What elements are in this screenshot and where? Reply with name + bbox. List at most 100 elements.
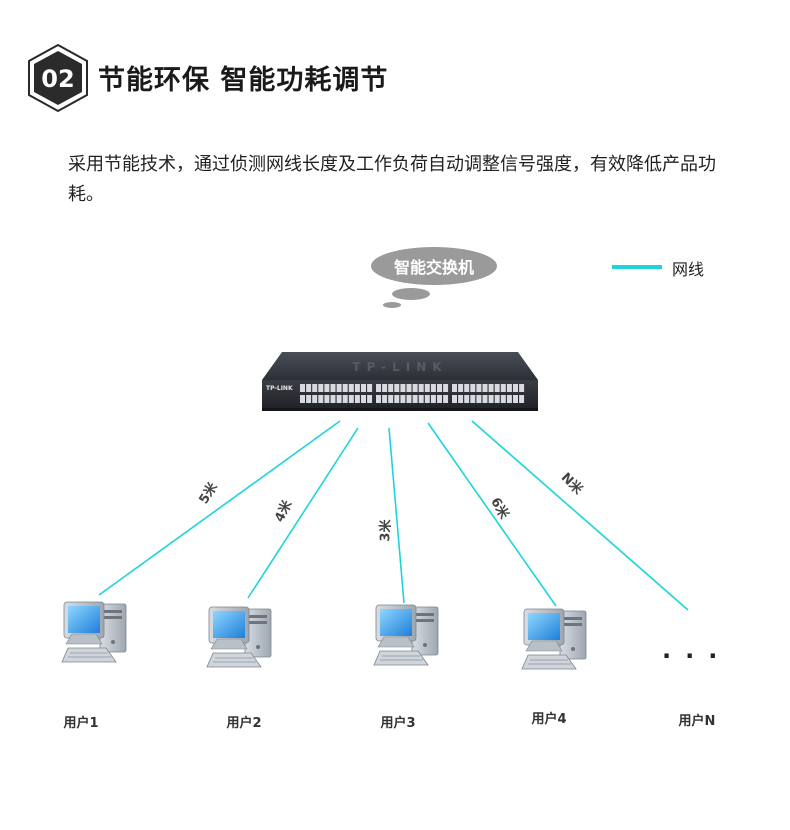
badge-number: 02 — [41, 65, 74, 93]
switch-port — [412, 395, 418, 403]
switch-port — [336, 395, 342, 403]
switch-port — [418, 395, 424, 403]
switch-port — [376, 384, 381, 392]
switch-port — [488, 395, 494, 403]
switch-port — [437, 395, 442, 403]
computer-icon — [521, 608, 587, 670]
switch-port — [312, 395, 318, 403]
switch-port — [476, 384, 482, 392]
switch-port — [394, 384, 400, 392]
computers — [61, 601, 587, 670]
switch-port — [330, 395, 336, 403]
switch-port — [354, 384, 360, 392]
switch-port — [443, 395, 449, 403]
switch-port — [430, 395, 436, 403]
switch-port — [306, 384, 312, 392]
switch-port — [388, 395, 394, 403]
section-title: 节能环保 智能功耗调节 — [98, 65, 389, 96]
switch-port — [300, 384, 305, 392]
switch-port — [406, 395, 412, 403]
cable-length-label: 3米 — [378, 519, 394, 542]
switch-port — [430, 384, 436, 392]
switch-port — [452, 395, 457, 403]
switch-port — [406, 384, 412, 392]
switch-port — [494, 384, 500, 392]
switch-port — [300, 395, 305, 403]
bubble-label: 智能交换机 — [393, 258, 474, 277]
switch-port — [354, 395, 360, 403]
user-label: 用户4 — [531, 712, 567, 727]
switch-port — [506, 384, 512, 392]
user-label: 用户1 — [63, 716, 99, 731]
switch-port — [336, 384, 342, 392]
switch-port — [324, 395, 330, 403]
switch-port — [437, 384, 442, 392]
computer-icon — [373, 604, 439, 666]
switch-port — [418, 384, 424, 392]
bubble-dot-large — [392, 288, 430, 300]
user-label: 用户2 — [226, 716, 262, 731]
switch-port — [361, 384, 366, 392]
switch-port — [482, 384, 488, 392]
switch-ports — [300, 384, 525, 403]
switch-brand-top: TP-LINK — [352, 360, 447, 374]
switch-port — [443, 384, 449, 392]
cables — [98, 420, 689, 611]
switch-port — [312, 384, 318, 392]
switch-port — [342, 384, 348, 392]
network-cable-4 — [427, 422, 557, 607]
switch-brand-front: TP-LINK — [266, 385, 293, 392]
switch-port — [342, 395, 348, 403]
bubble-dot-small — [383, 302, 401, 308]
user-label: 用户N — [678, 714, 716, 729]
switch-port — [367, 395, 373, 403]
switch-port — [348, 395, 354, 403]
network-cable-1 — [98, 420, 341, 596]
switch-thought-bubble: 智能交换机 — [371, 247, 497, 285]
switch-port — [400, 395, 406, 403]
computer-icon — [206, 606, 272, 668]
switch-port — [513, 395, 518, 403]
switch-port — [458, 395, 464, 403]
switch-port — [324, 384, 330, 392]
switch-port — [500, 395, 506, 403]
switch-port — [464, 384, 470, 392]
switch-port — [519, 384, 525, 392]
switch-port — [452, 384, 457, 392]
switch-port — [488, 384, 494, 392]
switch-port — [500, 384, 506, 392]
switch-port — [367, 384, 373, 392]
user-label: 用户3 — [380, 716, 416, 731]
switch-port — [361, 395, 366, 403]
legend-cable-swatch — [612, 265, 662, 269]
legend-label: 网线 — [672, 260, 705, 279]
switch-port — [376, 395, 381, 403]
switch-port — [330, 384, 336, 392]
network-switch-icon: TP-LINK TP-LINK — [262, 352, 538, 411]
network-cable-2 — [247, 427, 359, 599]
switch-port — [482, 395, 488, 403]
switch-port — [464, 395, 470, 403]
more-users-ellipsis: ··· — [662, 642, 732, 670]
switch-port — [458, 384, 464, 392]
network-cable-5 — [471, 420, 689, 611]
computer-icon — [61, 601, 127, 663]
switch-port — [348, 384, 354, 392]
switch-port — [400, 384, 406, 392]
switch-port — [506, 395, 512, 403]
switch-port — [494, 395, 500, 403]
switch-port — [424, 395, 430, 403]
switch-port — [318, 395, 324, 403]
switch-port — [306, 395, 312, 403]
section-description: 采用节能技术，通过侦测网线长度及工作负荷自动调整信号强度，有效降低产品功耗。 — [68, 154, 716, 205]
switch-port — [382, 395, 388, 403]
number-badge-icon: 02 — [28, 43, 88, 113]
switch-port — [394, 395, 400, 403]
switch-port — [513, 384, 518, 392]
switch-port — [476, 395, 482, 403]
switch-port — [519, 395, 525, 403]
switch-port — [470, 384, 476, 392]
switch-port — [382, 384, 388, 392]
switch-port — [424, 384, 430, 392]
